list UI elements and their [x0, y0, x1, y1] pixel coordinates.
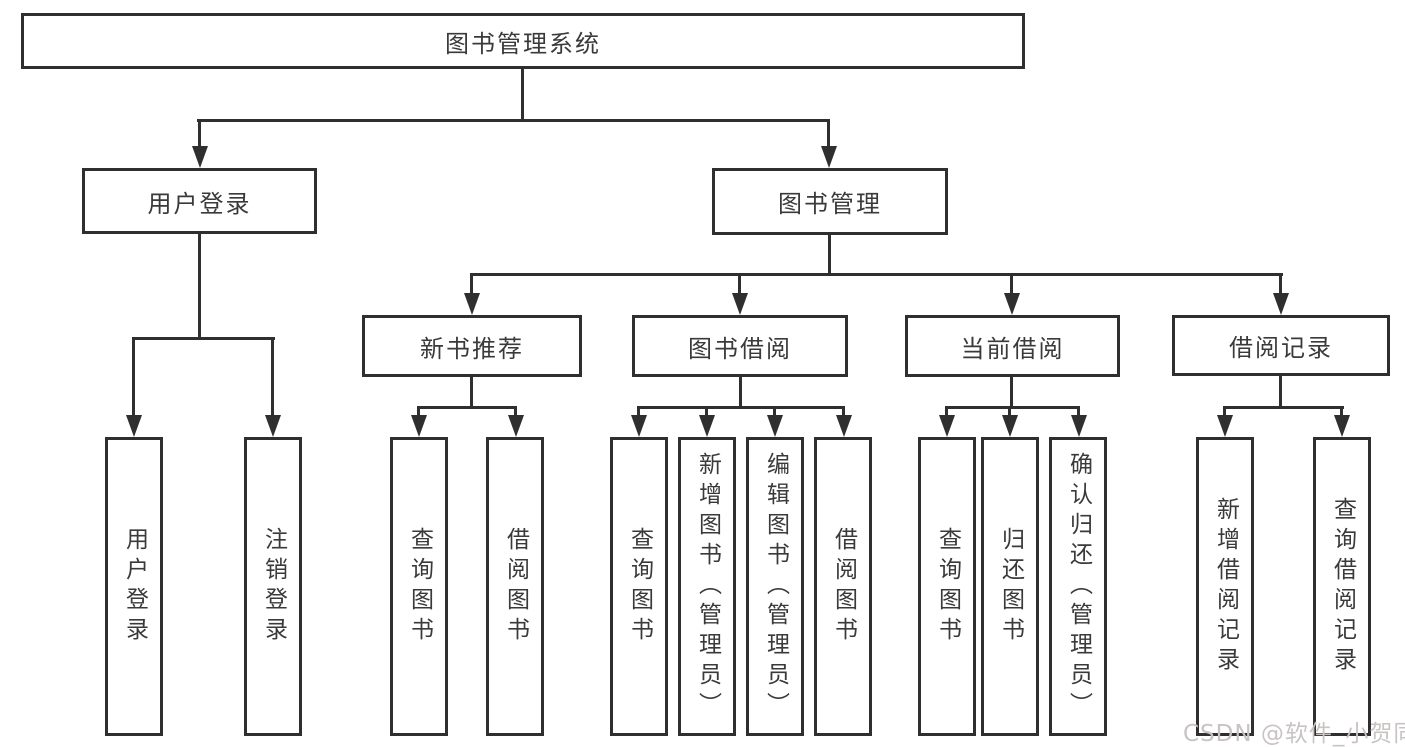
- connector-book-borrow-bar: [637, 406, 845, 409]
- leaf-bb-add-books-admin-label: 新增图书（管理员）: [694, 451, 721, 722]
- arrowhead-cb-query: [939, 415, 955, 437]
- node-book-borrow: 图书借阅: [632, 315, 848, 377]
- connector-book-mgmt-stub: [828, 235, 831, 276]
- connector-arrow-nb-borrow-shaft: [514, 406, 517, 417]
- arrowhead-book-mgmt: [821, 146, 837, 168]
- leaf-cb-return-books: 归还图书: [981, 437, 1039, 736]
- leaf-logout-label: 注销登录: [260, 526, 287, 647]
- leaf-br-query-record: 查询借阅记录: [1313, 437, 1371, 736]
- leaf-bb-edit-books-admin: 编辑图书（管理员）: [746, 437, 804, 736]
- csdn-watermark: CSDN @软件_小贺同学: [1183, 721, 1405, 747]
- connector-arrow-bb-add-shaft: [705, 406, 708, 417]
- arrowhead-br-add: [1217, 415, 1233, 437]
- connector-level2-bar: [470, 273, 1283, 276]
- leaf-cb-query-books: 查询图书: [918, 437, 976, 736]
- connector-current-borrow-stub: [1010, 377, 1013, 409]
- arrowhead-bb-add: [699, 415, 715, 437]
- leaf-br-add-record: 新增借阅记录: [1196, 437, 1254, 736]
- leaf-bb-borrow-books: 借阅图书: [814, 437, 872, 736]
- connector-arrow-new-book-rec-shaft: [470, 273, 473, 295]
- connector-book-borrow-stub: [739, 377, 742, 409]
- leaf-bb-add-books-admin: 新增图书（管理员）: [678, 437, 736, 736]
- node-borrow-record-label: 借阅记录: [1229, 334, 1333, 362]
- node-user-login-label: 用户登录: [147, 189, 252, 218]
- leaf-nb-query-books-label: 查询图书: [406, 526, 433, 647]
- leaf-nb-borrow-books: 借阅图书: [486, 437, 544, 736]
- arrowhead-cb-return: [1002, 415, 1018, 437]
- connector-new-book-rec-bar: [417, 406, 517, 409]
- arrowhead-cb-confirm: [1071, 415, 1087, 437]
- leaf-user-login: 用户登录: [105, 437, 163, 736]
- leaf-cb-confirm-return-admin-label: 确认归还（管理员）: [1065, 451, 1092, 722]
- node-book-mgmt: 图书管理: [712, 168, 948, 235]
- connector-level1-bar: [197, 119, 830, 122]
- leaf-user-login-label: 用户登录: [121, 526, 148, 647]
- node-book-mgmt-label: 图书管理: [778, 190, 882, 218]
- arrowhead-user-login: [192, 146, 208, 168]
- connector-arrow-cb-return-shaft: [1008, 406, 1011, 417]
- connector-user-login-stub: [198, 234, 201, 340]
- connector-arrow-cb-confirm-shaft: [1077, 406, 1080, 417]
- connector-arrow-bb-edit-shaft: [773, 406, 776, 417]
- node-borrow-record: 借阅记录: [1172, 315, 1390, 376]
- connector-arrow-book-mgmt-shaft: [827, 119, 830, 148]
- node-root-label: 图书管理系统: [445, 29, 601, 58]
- node-new-book-rec-label: 新书推荐: [420, 334, 524, 363]
- connector-arrow-nb-query-shaft: [417, 406, 420, 417]
- connector-arrow-br-query-shaft: [1340, 406, 1343, 417]
- arrowhead-ul-logout: [265, 415, 281, 437]
- connector-arrow-ul-logout-shaft: [271, 337, 274, 417]
- connector-arrow-br-add-shaft: [1223, 406, 1226, 417]
- connector-arrow-ul-login-shaft: [132, 337, 135, 417]
- connector-arrow-borrow-record-shaft: [1279, 273, 1282, 295]
- arrowhead-borrow-record: [1273, 293, 1289, 315]
- leaf-logout: 注销登录: [244, 437, 302, 736]
- arrowhead-br-query: [1334, 415, 1350, 437]
- node-current-borrow-label: 当前借阅: [960, 334, 1065, 363]
- arrowhead-new-book-rec: [464, 293, 480, 315]
- connector-arrow-user-login-shaft: [198, 119, 201, 148]
- node-current-borrow: 当前借阅: [905, 315, 1120, 377]
- arrowhead-bb-borrow: [836, 415, 852, 437]
- arrowhead-bb-query: [631, 415, 647, 437]
- leaf-cb-return-books-label: 归还图书: [997, 526, 1024, 647]
- node-new-book-rec: 新书推荐: [362, 315, 582, 377]
- connector-new-book-rec-stub: [470, 377, 473, 409]
- leaf-bb-query-books-label: 查询图书: [626, 526, 653, 647]
- connector-arrow-current-borrow-shaft: [1010, 273, 1013, 295]
- connector-current-borrow-bar: [945, 406, 1080, 409]
- leaf-nb-query-books: 查询图书: [390, 437, 448, 736]
- arrowhead-book-borrow: [732, 293, 748, 315]
- node-user-login: 用户登录: [82, 168, 317, 234]
- connector-borrow-record-stub: [1279, 376, 1282, 409]
- leaf-bb-query-books: 查询图书: [610, 437, 668, 736]
- leaf-nb-borrow-books-label: 借阅图书: [502, 526, 529, 647]
- node-book-borrow-label: 图书借阅: [688, 334, 792, 363]
- connector-arrow-cb-query-shaft: [945, 406, 948, 417]
- connector-root-stub: [521, 69, 524, 119]
- connector-arrow-bb-borrow-shaft: [842, 406, 845, 417]
- connector-user-login-bar: [132, 337, 275, 340]
- connector-arrow-book-borrow-shaft: [738, 273, 741, 295]
- connector-borrow-record-bar: [1223, 406, 1344, 409]
- leaf-cb-confirm-return-admin: 确认归还（管理员）: [1049, 437, 1107, 736]
- leaf-br-add-record-label: 新增借阅记录: [1212, 496, 1239, 677]
- node-root: 图书管理系统: [21, 13, 1025, 69]
- arrowhead-bb-edit: [767, 415, 783, 437]
- leaf-br-query-record-label: 查询借阅记录: [1329, 496, 1356, 677]
- arrowhead-current-borrow: [1004, 293, 1020, 315]
- leaf-bb-edit-books-admin-label: 编辑图书（管理员）: [762, 451, 789, 722]
- leaf-bb-borrow-books-label: 借阅图书: [830, 526, 857, 647]
- arrowhead-nb-borrow: [508, 415, 524, 437]
- arrowhead-nb-query: [411, 415, 427, 437]
- arrowhead-ul-login: [126, 415, 142, 437]
- leaf-cb-query-books-label: 查询图书: [934, 526, 961, 647]
- connector-arrow-bb-query-shaft: [637, 406, 640, 417]
